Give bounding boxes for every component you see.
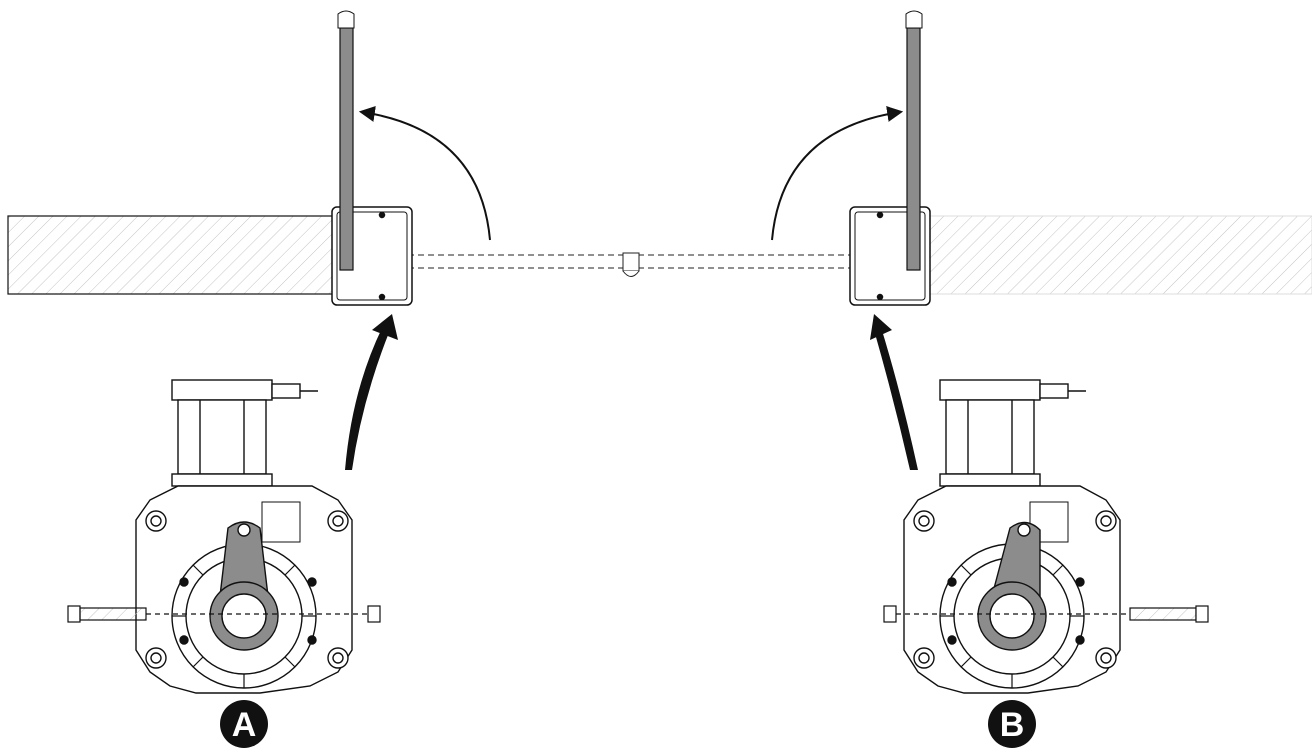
- gate-stop: [622, 252, 640, 277]
- left-mount-arrow: [345, 314, 398, 470]
- right-operator: [903, 379, 1121, 694]
- label-b-text: B: [1000, 706, 1025, 744]
- right-bolt-assembly: [883, 605, 1209, 623]
- right-pillar: [929, 215, 1312, 295]
- left-pillar: [7, 215, 339, 295]
- right-mount-arrow: [870, 314, 918, 470]
- right-gate-leaf: [905, 10, 923, 271]
- right-opening-arrow: [771, 106, 904, 241]
- left-gate-leaf: [337, 10, 355, 271]
- left-bolt-assembly: [67, 605, 381, 623]
- label-b-badge: B: [988, 700, 1036, 748]
- left-operator: [135, 379, 353, 694]
- label-a-text: A: [232, 706, 257, 744]
- left-opening-arrow: [358, 106, 491, 241]
- label-a-badge: A: [220, 700, 268, 748]
